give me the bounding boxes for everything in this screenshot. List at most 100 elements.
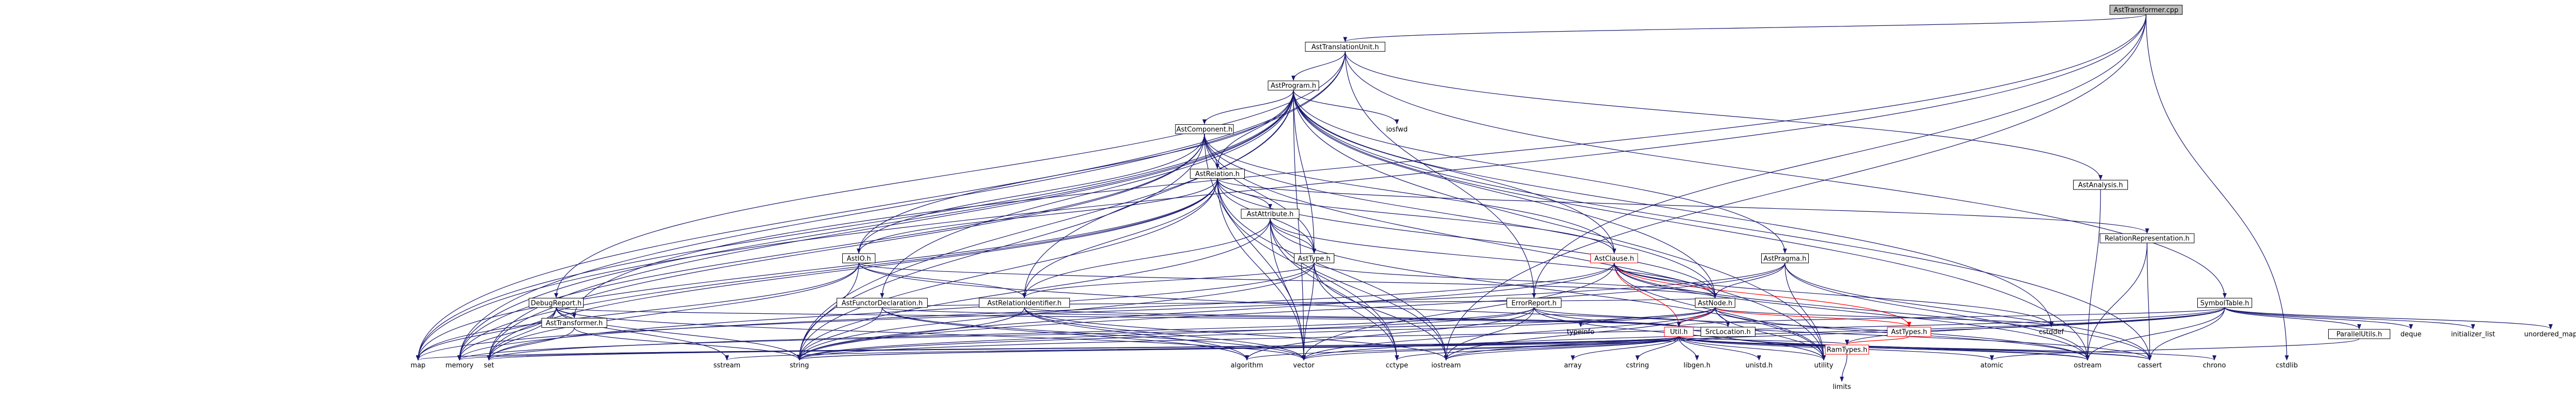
node-box bbox=[979, 298, 1070, 308]
edge-component-to-astio bbox=[857, 134, 1205, 254]
edge-prog-to-cassert bbox=[1293, 90, 2152, 361]
node-cstring: cstring bbox=[1626, 362, 1649, 370]
node-label: Util.h bbox=[1670, 328, 1688, 336]
node-box bbox=[529, 298, 584, 308]
node-parallelutils-h[interactable]: ParallelUtils.h bbox=[2328, 329, 2390, 339]
edge-astnode-to-asttypes bbox=[1715, 307, 1911, 327]
node-label: AstTransformer.cpp bbox=[2113, 6, 2178, 14]
node-label: unordered_map bbox=[2524, 331, 2576, 339]
node-astprogram-h[interactable]: AstProgram.h bbox=[1268, 80, 1319, 91]
node-deque: deque bbox=[2401, 331, 2422, 339]
edge-astnode-to-iostream bbox=[1444, 307, 1716, 361]
edge-attribute-to-utility bbox=[1270, 218, 1826, 361]
node-debugreport-h[interactable]: DebugReport.h bbox=[529, 298, 584, 308]
node-label: AstClause.h bbox=[1595, 255, 1634, 263]
edge-tu-to-error bbox=[1345, 51, 1536, 298]
node-asttype-h[interactable]: AstType.h bbox=[1294, 253, 1334, 264]
edge-root-to-cstdlib bbox=[2146, 14, 2289, 361]
node-box bbox=[1664, 327, 1694, 337]
edge-tu-to-analysis bbox=[1345, 51, 2103, 180]
node-label: atomic bbox=[1981, 362, 2003, 370]
node-errorreport-h[interactable]: ErrorReport.h bbox=[1507, 298, 1561, 308]
edge-util-to-unistd bbox=[1678, 336, 1761, 361]
node-util-h[interactable]: Util.h bbox=[1664, 327, 1694, 337]
node-label: AstProgram.h bbox=[1271, 82, 1316, 90]
edge-asttype-to-iostream bbox=[1314, 263, 1448, 361]
node-algorithm: algorithm bbox=[1231, 362, 1263, 370]
edge-astnode-to-typeinfo bbox=[1579, 307, 1716, 327]
edge-util-to-iostream bbox=[1444, 336, 1679, 361]
edge-clause-to-memory bbox=[457, 263, 1615, 361]
node-limits: limits bbox=[1833, 383, 1851, 391]
node-label: array bbox=[1564, 362, 1582, 370]
node-box bbox=[1701, 327, 1755, 337]
edge-util-to-set bbox=[487, 336, 1679, 361]
node-label: deque bbox=[2401, 331, 2422, 339]
node-chrono: chrono bbox=[2203, 362, 2226, 370]
edge-pragma-to-ostream bbox=[1784, 263, 2090, 361]
node-label: cassert bbox=[2137, 362, 2162, 370]
edge-tu-to-map bbox=[416, 51, 1346, 361]
node-label: unistd.h bbox=[1746, 362, 1773, 370]
node-astattribute-h[interactable]: AstAttribute.h bbox=[1241, 209, 1300, 219]
edge-relation-to-astnode bbox=[1217, 178, 1717, 298]
node-astcomponent-h[interactable]: AstComponent.h bbox=[1175, 124, 1234, 134]
node-label: cctype bbox=[1386, 362, 1408, 370]
edge-relation-to-relid bbox=[1022, 178, 1218, 298]
node-box bbox=[1294, 253, 1334, 264]
node-sstream: sstream bbox=[713, 362, 740, 370]
edge-component-to-set bbox=[487, 134, 1205, 361]
node-asttransformer-h[interactable]: AstTransformer.h bbox=[541, 318, 607, 328]
node-astanalysis-h[interactable]: AstAnalysis.h bbox=[2073, 180, 2128, 190]
edge-util-to-ramtypes bbox=[1678, 336, 1849, 345]
node-box bbox=[2109, 5, 2183, 15]
edge-asttr-to-string bbox=[574, 327, 801, 361]
node-astnode-h[interactable]: AstNode.h bbox=[1695, 298, 1735, 308]
edge-attribute-to-asttype bbox=[1270, 218, 1316, 254]
node-relationrepresentation-h[interactable]: RelationRepresentation.h bbox=[2099, 233, 2195, 243]
edge-util-to-cstring bbox=[1635, 336, 1679, 361]
node-astpragma-h[interactable]: AstPragma.h bbox=[1761, 253, 1809, 264]
edge-root-to-tu bbox=[1343, 14, 2147, 42]
edge-debug-to-asttr bbox=[556, 307, 576, 318]
edge-prog-to-astio bbox=[857, 90, 1294, 254]
edge-relation-to-string bbox=[797, 178, 1218, 361]
edge-symtab-to-deque bbox=[2224, 307, 2413, 329]
node-label: SymbolTable.h bbox=[2200, 299, 2249, 307]
edge-clause-to-utility bbox=[1614, 263, 1826, 361]
node-asttransformer-cpp[interactable]: AstTransformer.cpp bbox=[2109, 5, 2183, 15]
edge-relid-to-algorithm bbox=[1024, 307, 1249, 361]
edge-asttype-to-cctype bbox=[1314, 263, 1399, 361]
edge-clause-to-ostream bbox=[1614, 263, 2090, 361]
node-label: cstdlib bbox=[2276, 362, 2298, 370]
node-srclocation-h[interactable]: SrcLocation.h bbox=[1701, 327, 1755, 337]
node-label: string bbox=[790, 362, 809, 370]
edge-asttr-to-set bbox=[487, 327, 575, 361]
node-astclause-h[interactable]: AstClause.h bbox=[1590, 253, 1638, 264]
node-ramtypes-h[interactable]: RamTypes.h bbox=[1825, 344, 1869, 355]
node-label: cstddef bbox=[2039, 328, 2064, 336]
edge-prog-to-ostream bbox=[1293, 90, 2090, 361]
node-astrelation-h[interactable]: AstRelation.h bbox=[1190, 168, 1245, 179]
node-libgen-h: libgen.h bbox=[1684, 362, 1710, 370]
node-symboltable-h[interactable]: SymbolTable.h bbox=[2197, 298, 2252, 308]
edge-attribute-to-iostream bbox=[1270, 218, 1448, 361]
edge-symtab-to-vector bbox=[1302, 307, 2225, 361]
node-astfunctordeclaration-h[interactable]: AstFunctorDeclaration.h bbox=[837, 298, 928, 308]
edge-attribute-to-relid bbox=[1022, 218, 1271, 298]
node-asttypes-h[interactable]: AstTypes.h bbox=[1887, 327, 1931, 337]
node-label: libgen.h bbox=[1684, 362, 1710, 370]
edge-util-to-array bbox=[1571, 336, 1679, 361]
node-box bbox=[1507, 298, 1561, 308]
node-box bbox=[2073, 180, 2128, 190]
edge-attribute-to-astnode bbox=[1270, 218, 1717, 298]
node-astio-h[interactable]: AstIO.h bbox=[842, 253, 875, 264]
edge-error-to-set bbox=[487, 307, 1535, 361]
edge-astio-to-ostream bbox=[858, 263, 2090, 361]
node-label: AstTypes.h bbox=[1891, 328, 1927, 336]
edge-prog-to-utility bbox=[1293, 90, 1826, 361]
edge-debug-to-set bbox=[487, 307, 557, 361]
node-astrelationidentifier-h[interactable]: AstRelationIdentifier.h bbox=[979, 298, 1070, 308]
node-asttranslationunit-h[interactable]: AstTranslationUnit.h bbox=[1305, 41, 1386, 52]
